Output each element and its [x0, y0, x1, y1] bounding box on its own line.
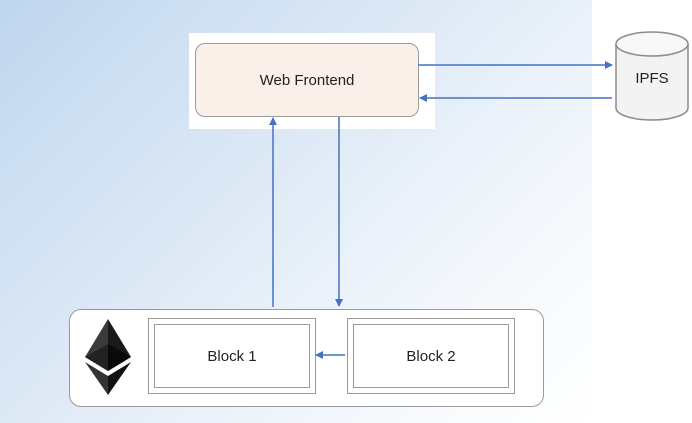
database-icon	[615, 31, 689, 121]
block-2-label: Block 2	[406, 347, 456, 365]
ipfs-label: IPFS	[635, 70, 669, 87]
block-2-node: Block 2	[347, 318, 515, 394]
block-1-label: Block 1	[207, 347, 257, 365]
block-1-inner: Block 1	[154, 324, 310, 388]
ethereum-icon	[85, 319, 131, 395]
web-frontend-node: Web Frontend	[195, 43, 419, 117]
block-1-node: Block 1	[148, 318, 316, 394]
web-frontend-label: Web Frontend	[259, 71, 355, 89]
block-2-inner: Block 2	[353, 324, 509, 388]
